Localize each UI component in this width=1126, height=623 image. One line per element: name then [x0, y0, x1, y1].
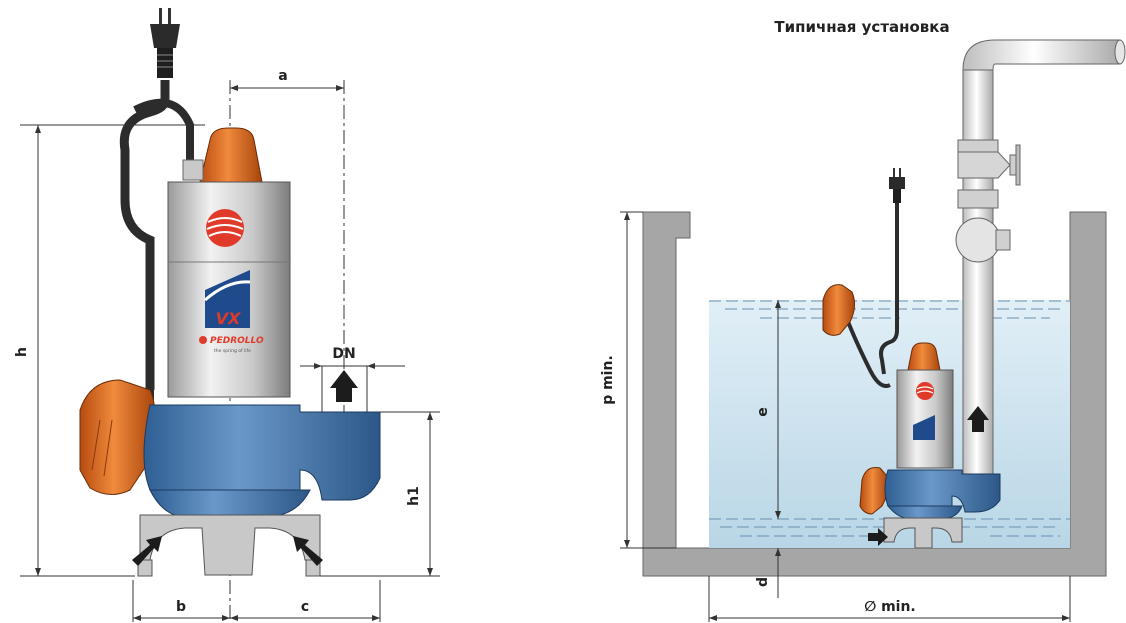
vx-model-badge: VX: [204, 270, 251, 328]
cable-gland: [182, 159, 204, 181]
brand-name: PEDROLLO: [210, 336, 264, 346]
svg-text:VX: VX: [216, 309, 241, 328]
installation-pump: [883, 342, 1001, 549]
pump-volute: [143, 404, 381, 501]
dim-e-label: e: [755, 407, 771, 417]
pump-feet: [137, 514, 321, 577]
dim-h1-label: h1: [406, 486, 422, 506]
dim-pmin-label: p min.: [600, 355, 616, 405]
installation-float-icon: [822, 284, 856, 336]
dim-c-label: c: [301, 599, 309, 615]
inlet-arrow-left-icon: [132, 536, 162, 566]
float-switch-icon: [79, 379, 156, 495]
installation-cable: [879, 203, 899, 375]
dim-diam-label: ∅ min.: [864, 599, 916, 615]
motor-cap: [199, 127, 263, 183]
outlet-arrow-icon: [330, 370, 358, 402]
brand-dot-icon: [199, 336, 207, 344]
check-valve-icon: [955, 217, 1001, 263]
left-pump-drawing: VX PEDROLLO the spring of life a h: [14, 8, 440, 622]
installation-title: Типичная установка: [774, 18, 949, 36]
dim-b-label: b: [176, 599, 186, 615]
water-body: [709, 300, 1070, 548]
installation-plug-icon: [889, 168, 905, 203]
installation-inlet-arrow-icon: [868, 528, 888, 546]
installation-drawing: Типичная установка: [600, 18, 1126, 622]
power-plug-icon: [150, 8, 180, 78]
dim-a-label: a: [278, 68, 287, 84]
dim-d-label: d: [755, 577, 771, 587]
dim-h-label: h: [14, 347, 30, 357]
flow-up-arrow-icon: [967, 406, 989, 432]
inlet-arrow-right-icon: [293, 536, 323, 566]
power-cable: [119, 80, 170, 390]
dim-dn-label: DN: [332, 346, 355, 362]
brand-tagline: the spring of life: [214, 348, 251, 354]
pedrollo-logo-icon: [206, 209, 244, 247]
gate-valve-icon: [957, 151, 1011, 179]
pipe-elbow: [962, 39, 1121, 71]
